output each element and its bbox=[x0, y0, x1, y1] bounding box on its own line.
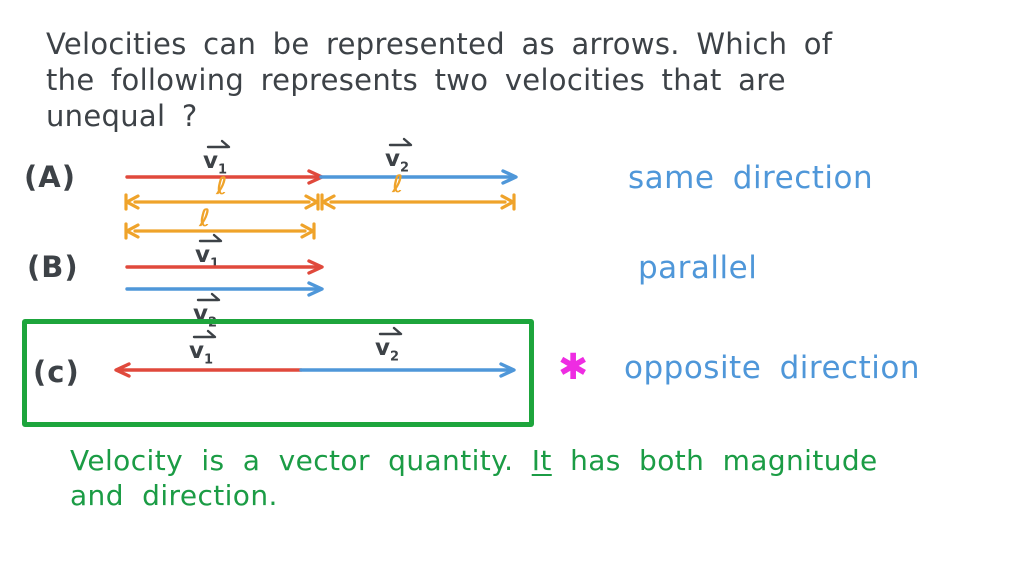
vector-hat-icon bbox=[378, 326, 403, 336]
answer-highlight-box bbox=[22, 319, 534, 427]
vector-hat-icon bbox=[196, 292, 221, 302]
option-b-v1-label: v1 bbox=[190, 233, 224, 272]
annotation-same-direction: same direction bbox=[628, 160, 874, 196]
option-c-label: (c) bbox=[33, 355, 80, 389]
question-text: Velocities can be represented as arrows.… bbox=[46, 26, 832, 134]
option-a-length-label-bottom: ℓ bbox=[199, 204, 211, 232]
vector-hat-icon bbox=[206, 139, 231, 149]
option-b-label: (B) bbox=[27, 250, 79, 284]
option-a-v2-label: v2 bbox=[380, 137, 414, 176]
option-a-measure-arrow-right bbox=[320, 193, 516, 211]
question-line-1: Velocities can be represented as arrows.… bbox=[46, 27, 833, 61]
correct-answer-asterisk: ✱ bbox=[558, 347, 589, 388]
option-c-v1-text: v1 bbox=[188, 338, 214, 368]
option-a-measure-arrow-left bbox=[124, 193, 320, 211]
vector-hat-icon bbox=[198, 233, 223, 243]
option-a-length-label-left: ℓ bbox=[216, 172, 228, 200]
option-b-v1-text: v1 bbox=[194, 242, 220, 272]
option-a-length-label-right: ℓ bbox=[392, 170, 404, 198]
question-line-3: unequal ? bbox=[46, 99, 198, 133]
option-a-v1-text: v1 bbox=[202, 148, 228, 178]
annotation-parallel: parallel bbox=[638, 250, 758, 286]
question-line-2: the following represents two velocities … bbox=[46, 63, 786, 97]
option-a-measure-arrow-bottom bbox=[124, 222, 316, 240]
option-a-v1-label: v1 bbox=[198, 139, 232, 178]
vector-hat-icon bbox=[388, 137, 413, 147]
option-c-v1-arrow bbox=[114, 362, 303, 378]
option-c-v1-label: v1 bbox=[184, 329, 218, 368]
option-c-v2-label: v2 bbox=[370, 326, 404, 365]
vector-hat-icon bbox=[192, 329, 217, 339]
note-text: Velocity is a vector quantity. It has bo… bbox=[70, 443, 878, 513]
note-line-1: Velocity is a vector quantity. It has bo… bbox=[70, 444, 878, 477]
option-c-v2-arrow bbox=[299, 362, 516, 378]
option-c-v2-text: v2 bbox=[374, 335, 400, 365]
note-line-2: and direction. bbox=[70, 479, 278, 512]
option-b-v1-arrow bbox=[125, 259, 324, 275]
note-underlined-word: It bbox=[531, 444, 552, 477]
option-a-v2-arrow bbox=[319, 169, 518, 185]
option-a-v2-text: v2 bbox=[384, 146, 410, 176]
option-a-label: (A) bbox=[24, 160, 76, 194]
option-b-v2-arrow bbox=[125, 281, 324, 297]
annotation-opposite-direction: opposite direction bbox=[624, 350, 920, 386]
